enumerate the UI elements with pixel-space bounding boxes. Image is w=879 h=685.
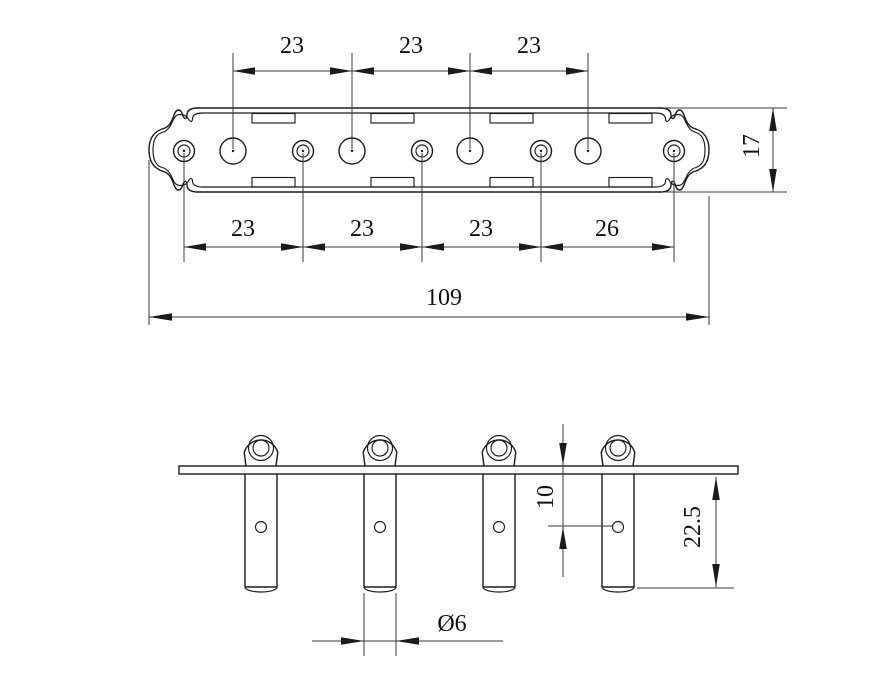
post-hole-2 (373, 520, 387, 534)
post-hole-3 (492, 520, 506, 534)
dim-overall-length: 109 (148, 160, 710, 325)
string-loops (243, 434, 636, 467)
dim-arrowhead (470, 67, 492, 75)
slot-bottom-1 (251, 176, 296, 188)
plate-left-scroll-outer (148, 107, 199, 193)
slot-top-3 (489, 112, 534, 124)
post-hole-4 (611, 520, 625, 534)
post-hole-1 (254, 520, 268, 534)
plate-side-profile (178, 465, 739, 475)
dim-arrowhead (149, 313, 172, 321)
dim-arrowhead (341, 637, 364, 645)
plate-left-scroll-inner (152, 112, 204, 188)
side-view: 10 22.5 Ø6 (178, 424, 739, 656)
dim-arrowhead (519, 243, 541, 251)
dim-top-pitch: 23 23 23 (232, 33, 589, 149)
dim-label-post-diameter: Ø6 (437, 611, 466, 637)
dim-arrowhead (566, 67, 588, 75)
dim-arrowhead (712, 477, 720, 500)
slot-bottom-2 (370, 176, 415, 188)
dim-arrowhead (233, 67, 255, 75)
slot-top-4 (608, 112, 653, 124)
string-posts (244, 473, 635, 593)
slot-bottom-4 (608, 176, 653, 188)
dim-label-plate-height: 17 (739, 134, 765, 158)
dim-arrowhead (396, 637, 419, 645)
dim-label-post-length: 22.5 (680, 506, 706, 548)
dim-arrowhead (330, 67, 352, 75)
string-post-4 (601, 473, 635, 593)
dim-arrowhead (400, 243, 422, 251)
dim-arrowhead (448, 67, 470, 75)
top-view: 23 23 23 23 23 23 26 (148, 33, 787, 325)
dim-arrowhead (559, 443, 567, 465)
slot-top-1 (251, 112, 296, 124)
dim-post-length: 22.5 (637, 477, 734, 589)
dim-label-bottom-pitch-1: 23 (231, 216, 255, 242)
string-post-1 (244, 473, 278, 593)
slot-bottom-3 (489, 176, 534, 188)
dim-label-hole-offset: 10 (533, 485, 559, 509)
dim-arrowhead (541, 243, 563, 251)
dim-label-bottom-pitch-3: 23 (469, 216, 493, 242)
dim-arrowhead (352, 67, 374, 75)
dim-post-diameter: Ø6 (312, 593, 503, 656)
dim-hole-offset: 10 (533, 424, 612, 577)
dim-arrowhead (559, 527, 567, 549)
dim-plate-height: 17 (665, 107, 787, 193)
string-post-2 (363, 473, 397, 593)
string-loop-2 (362, 434, 398, 467)
dim-arrowhead (769, 108, 777, 131)
dim-label-top-pitch-2: 23 (399, 33, 423, 59)
plate-slots (251, 112, 653, 188)
dim-label-overall-length: 109 (426, 285, 462, 311)
dim-bottom-pitch: 23 23 23 26 (183, 153, 675, 262)
dim-arrowhead (422, 243, 444, 251)
dim-label-top-pitch-3: 23 (517, 33, 541, 59)
dim-arrowhead (281, 243, 303, 251)
dim-label-bottom-pitch-2: 23 (350, 216, 374, 242)
dim-arrowhead (712, 564, 720, 587)
string-loop-4 (600, 434, 636, 467)
string-loop-1 (243, 434, 279, 467)
dim-arrowhead (652, 243, 674, 251)
plate-right-scroll-outer (659, 107, 710, 193)
dim-arrowhead (303, 243, 325, 251)
plate-right-scroll-inner (654, 112, 706, 188)
string-loop-3 (481, 434, 517, 467)
slot-top-2 (370, 112, 415, 124)
dim-arrowhead (184, 243, 206, 251)
string-post-3 (482, 473, 516, 593)
dim-label-bottom-pitch-4: 26 (595, 216, 619, 242)
dim-arrowhead (769, 169, 777, 192)
dim-arrowhead (686, 313, 709, 321)
screw-holes (172, 139, 686, 163)
dim-label-top-pitch-1: 23 (280, 33, 304, 59)
string-post-holes (219, 137, 602, 165)
